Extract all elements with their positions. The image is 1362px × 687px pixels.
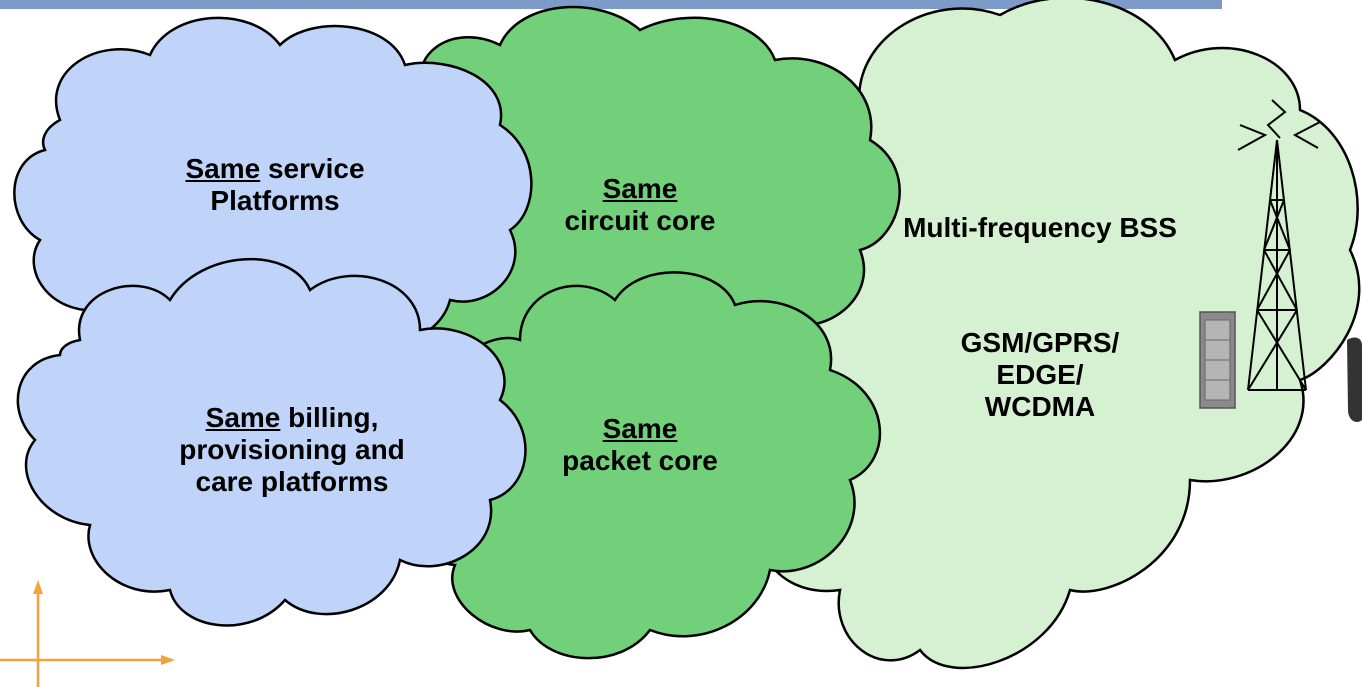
bss-technologies: GSM/GPRS/ EDGE/ WCDMA: [961, 327, 1120, 423]
circuit-core-label: Same circuit core: [565, 173, 716, 237]
same-keyword: Same: [205, 402, 281, 433]
same-keyword: Same: [602, 173, 678, 204]
billing-platforms-label: Same billing, provisioning and care plat…: [179, 402, 405, 498]
same-keyword: Same: [602, 413, 678, 444]
service-platforms-label: Same service Platforms: [185, 153, 364, 217]
service-platforms-cloud: [13, 16, 533, 364]
label-line: GSM/GPRS/: [960, 327, 1120, 358]
label-line: WCDMA: [984, 391, 1096, 422]
packet-core-label: Same packet core: [562, 413, 718, 477]
label-line: Platforms: [210, 185, 340, 216]
base-station-cabinet-icon: [1199, 311, 1236, 409]
axes-arrows-icon: [0, 580, 175, 687]
label-line: EDGE/: [996, 359, 1084, 390]
label-line: billing,: [280, 402, 379, 433]
label-line: circuit core: [564, 205, 716, 236]
bss-title: Multi-frequency BSS: [903, 212, 1177, 243]
label-line: provisioning and: [179, 434, 405, 465]
label-line: care platforms: [195, 466, 389, 497]
edge-object-icon: [1347, 337, 1362, 422]
same-keyword: Same: [185, 153, 261, 184]
label-line: service: [260, 153, 365, 184]
radio-tower-icon: [1237, 99, 1321, 391]
billing-platforms-cloud: [16, 257, 527, 627]
header-bar: [0, 0, 1222, 9]
label-line: packet core: [562, 445, 718, 476]
